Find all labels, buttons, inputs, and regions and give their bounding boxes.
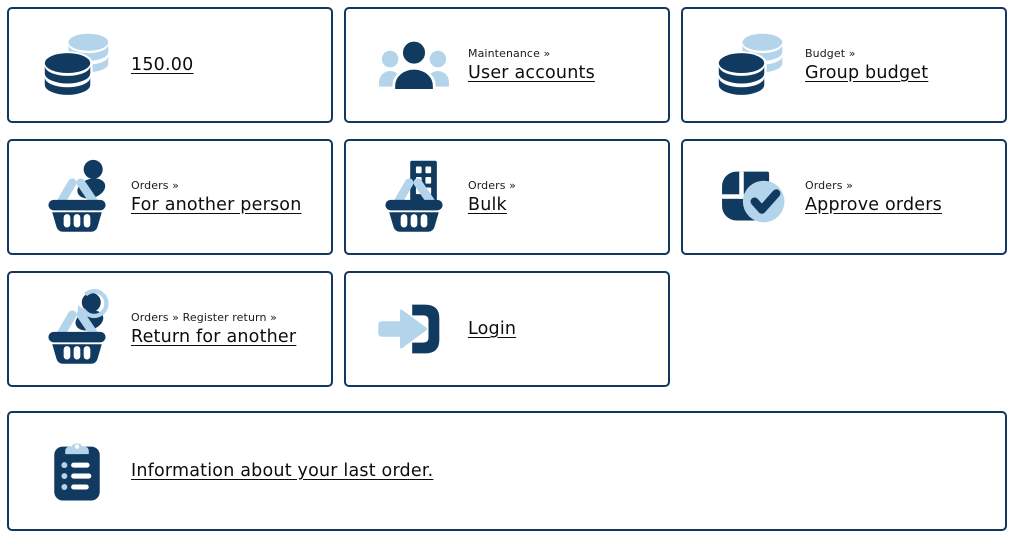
tile-grid: 150.00 M	[7, 7, 1007, 387]
card-group-budget: Budget » Group budget	[681, 7, 1007, 123]
basket-person-icon	[35, 157, 119, 237]
breadcrumb: Orders »	[805, 179, 854, 192]
approve-orders-link[interactable]: Approve orders	[805, 195, 942, 215]
coins-icon	[709, 29, 793, 101]
basket-return-icon	[35, 289, 119, 369]
user-accounts-link[interactable]: User accounts	[468, 63, 595, 83]
login-link[interactable]: Login	[468, 319, 517, 339]
bulk-orders-link[interactable]: Bulk	[468, 195, 507, 215]
card-last-order-info: Information about your last order.	[7, 411, 1007, 531]
card-bulk-orders: Orders » Bulk	[344, 139, 670, 255]
card-balance: 150.00	[7, 7, 333, 123]
card-order-for-another: Orders » For another person	[7, 139, 333, 255]
login-icon	[372, 299, 456, 359]
breadcrumb: Budget »	[805, 47, 856, 60]
breadcrumb: Orders »	[468, 179, 517, 192]
breadcrumb: Orders »	[131, 179, 180, 192]
breadcrumb: Maintenance »	[468, 47, 551, 60]
balance-link[interactable]: 150.00	[131, 55, 194, 75]
clipboard-list-icon	[35, 439, 119, 503]
card-return-for-another: Orders » Register return » Return for an…	[7, 271, 333, 387]
card-user-accounts: Maintenance » User accounts	[344, 7, 670, 123]
return-for-another-link[interactable]: Return for another	[131, 327, 297, 347]
coins-icon	[35, 29, 119, 101]
approve-orders-icon	[709, 159, 793, 235]
card-login: Login	[344, 271, 670, 387]
card-approve-orders: Orders » Approve orders	[681, 139, 1007, 255]
breadcrumb: Orders » Register return »	[131, 311, 277, 324]
last-order-info-link[interactable]: Information about your last order.	[131, 461, 434, 481]
order-for-another-link[interactable]: For another person	[131, 195, 302, 215]
basket-building-icon	[372, 157, 456, 237]
users-icon	[372, 37, 456, 94]
group-budget-link[interactable]: Group budget	[805, 63, 929, 83]
